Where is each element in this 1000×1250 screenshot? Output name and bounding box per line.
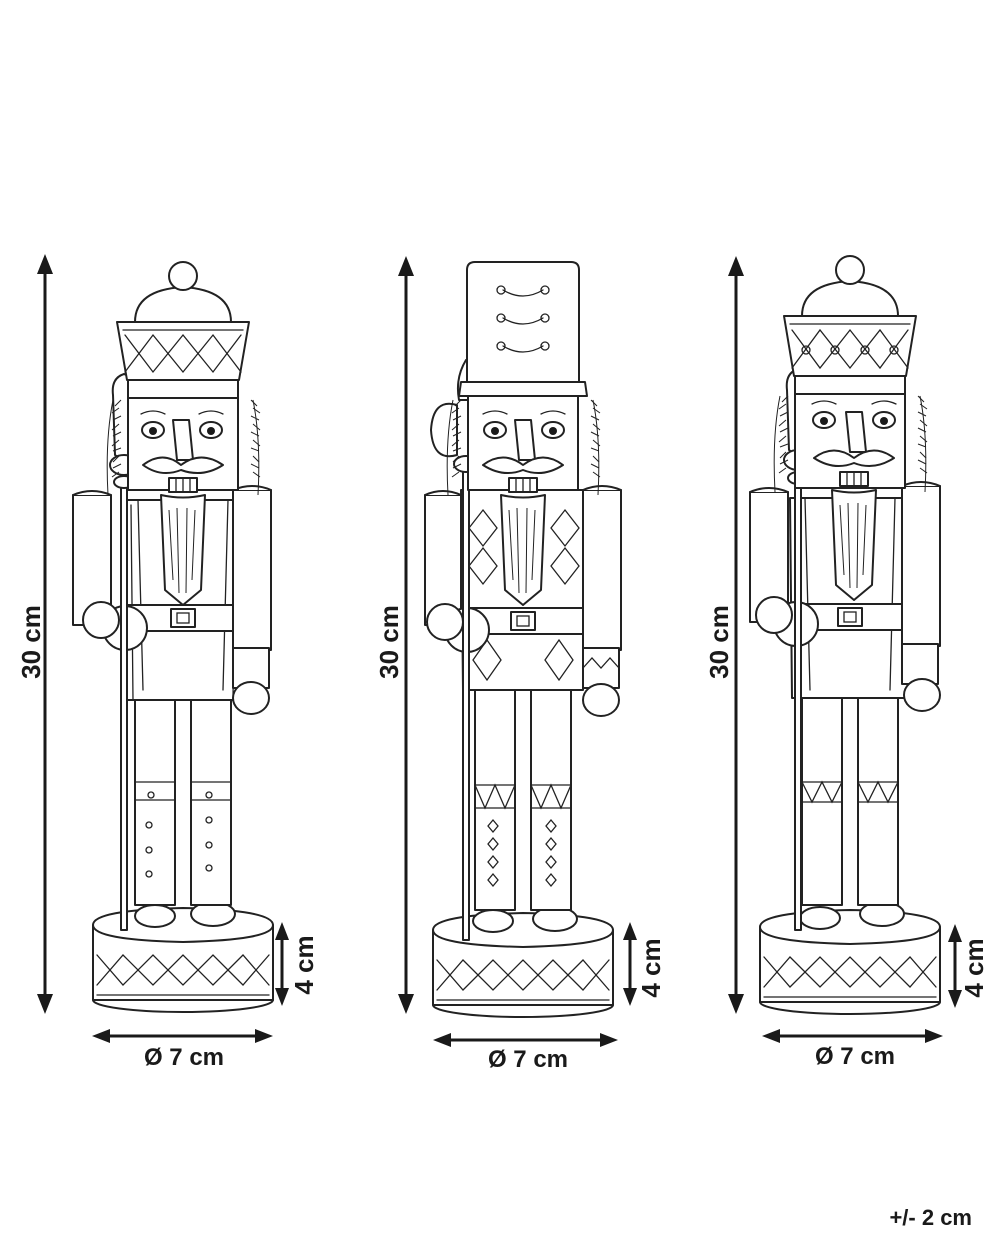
figure-3-diameter-label: Ø 7 cm [815,1043,895,1070]
figure-3-base-height-label: 4 cm [959,938,989,997]
figure-1-diameter-dimension: Ø 7 cm [92,1029,273,1071]
figure-2-base-height-dimension: 4 cm [623,922,666,1006]
figure-2-diameter-dimension: Ø 7 cm [433,1033,618,1073]
figure-3-height-dimension: 30 cm [704,256,744,1014]
base [759,909,941,1015]
figure-1 [72,261,274,1013]
figure-2-height-dimension: 30 cm [374,256,414,1014]
figure-1-height-dimension: 30 cm [16,254,53,1014]
figure-1-diameter-label: Ø 7 cm [144,1044,224,1071]
figure-2-diameter-label: Ø 7 cm [488,1046,568,1073]
figure-3-base-height-dimension: 4 cm [948,924,989,1008]
tolerance-label: +/- 2 cm [889,1205,972,1230]
figure-2-height-label: 30 cm [374,605,404,679]
base [92,907,274,1013]
figure-1-height-label: 30 cm [16,605,46,679]
base [432,912,614,1018]
figure-3 [749,255,941,1015]
figure-3-diameter-dimension: Ø 7 cm [762,1029,943,1070]
figure-3-height-label: 30 cm [704,605,734,679]
figure-1-base-height-label: 4 cm [289,935,319,994]
figure-1-base-height-dimension: 4 cm [275,922,319,1006]
figure-2 [424,261,622,1018]
figure-2-base-height-label: 4 cm [636,938,666,997]
